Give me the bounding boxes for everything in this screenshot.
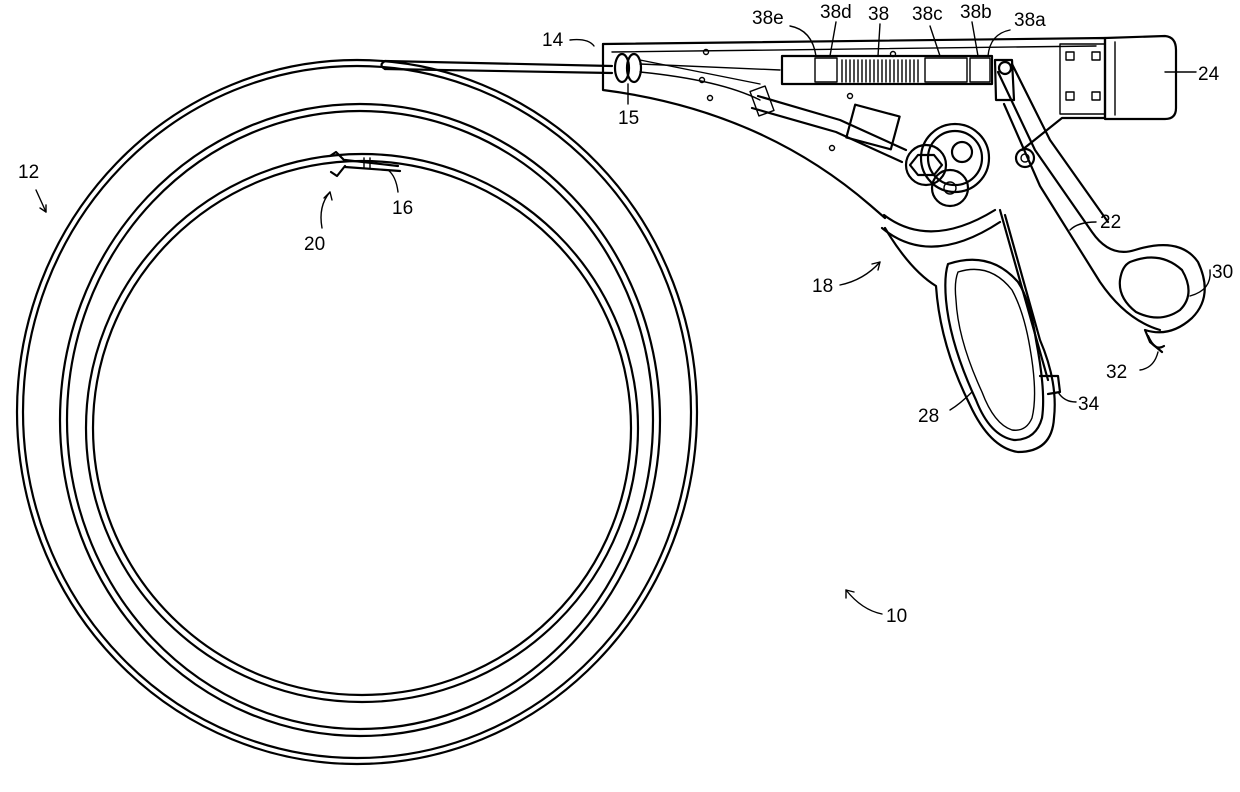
label-34: 34 [1078, 394, 1100, 415]
label-22: 22 [1100, 212, 1121, 233]
label-10: 10 [886, 606, 907, 627]
label-14: 14 [542, 30, 564, 51]
label-38c: 38c [912, 4, 943, 25]
label-12: 12 [18, 162, 39, 183]
handle-housing [603, 36, 1176, 247]
reference-labels: 10 12 14 15 16 18 20 22 24 28 30 32 34 3… [18, 2, 1233, 627]
label-24: 24 [1198, 64, 1220, 85]
label-38: 38 [868, 4, 889, 25]
label-30: 30 [1212, 262, 1233, 283]
label-28: 28 [918, 406, 939, 427]
fixed-handle [885, 210, 1060, 452]
label-38e: 38e [752, 8, 784, 29]
label-18: 18 [812, 276, 833, 297]
label-16: 16 [392, 198, 413, 219]
label-38b: 38b [960, 2, 992, 23]
coiled-shaft [17, 60, 697, 764]
label-32: 32 [1106, 362, 1127, 383]
label-38a: 38a [1014, 10, 1046, 31]
label-15: 15 [618, 108, 639, 129]
spring-coil [842, 60, 918, 82]
label-38d: 38d [820, 2, 852, 23]
label-20: 20 [304, 234, 325, 255]
